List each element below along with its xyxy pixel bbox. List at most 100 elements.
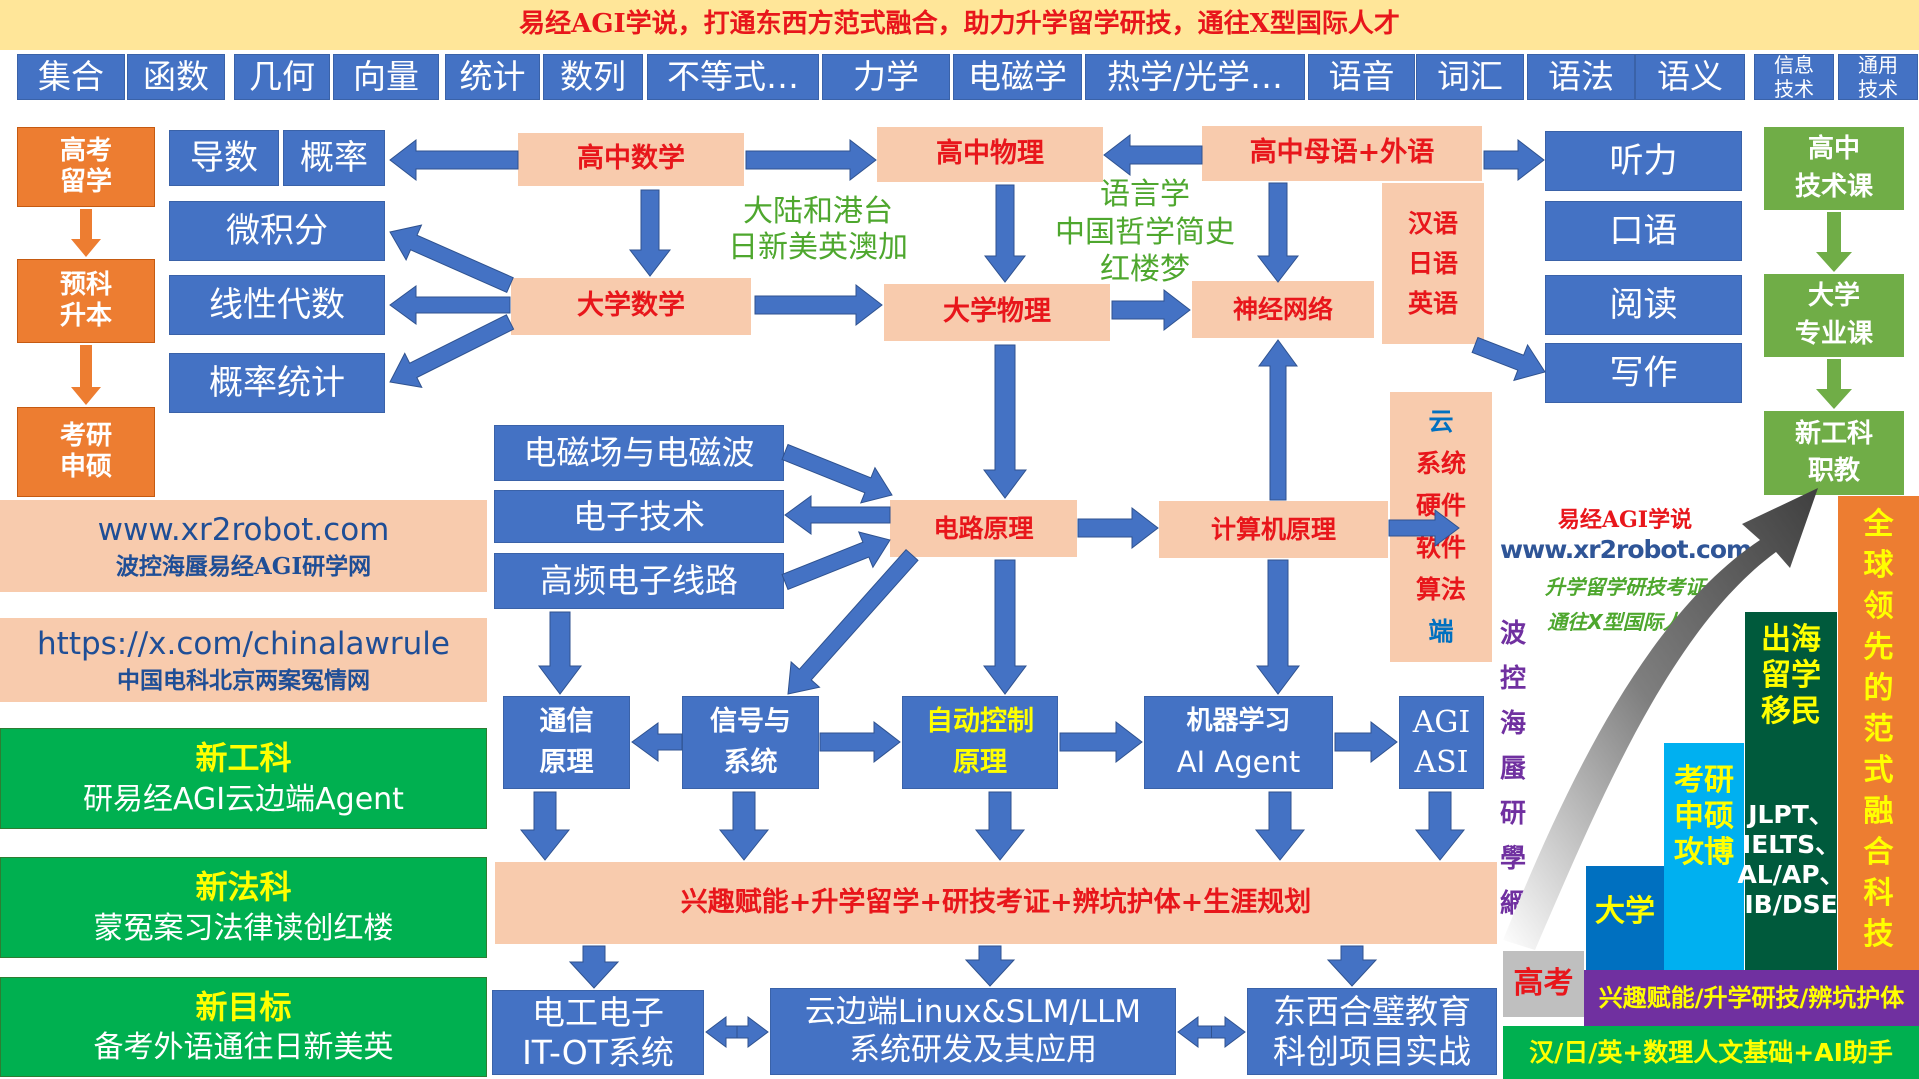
tab-label: 语义 — [1657, 57, 1723, 97]
vertical-char: 融 — [1863, 794, 1894, 829]
arrow — [519, 791, 571, 861]
box-gz-tech[interactable]: 高中技术课 — [1764, 127, 1904, 210]
box-listening[interactable]: 听力 — [1545, 131, 1742, 191]
vertical-char: 全 — [1863, 507, 1894, 542]
node-circuit[interactable]: 电路原理 — [890, 500, 1077, 557]
box-electronics[interactable]: 电子技术 — [494, 490, 784, 543]
box-daoshu[interactable]: 导数 — [169, 130, 279, 186]
tab-label: 技术 — [1858, 77, 1898, 101]
tab-label: 统计 — [459, 57, 526, 97]
tab-1[interactable]: 函数 — [127, 54, 225, 100]
node-computer[interactable]: 计算机原理 — [1159, 501, 1388, 558]
exam-label: AL/AP、 — [1737, 860, 1845, 889]
tab-6[interactable]: 不等式… — [647, 54, 819, 100]
tab-10[interactable]: 语音 — [1308, 54, 1415, 100]
box-label: AGI — [1412, 704, 1471, 740]
tab-label: 集合 — [38, 57, 104, 97]
box-label: 东西合璧教育 — [1273, 991, 1471, 1031]
arrow — [1256, 182, 1300, 283]
arrow — [964, 945, 1016, 987]
node-dx-math[interactable]: 大学数学 — [511, 278, 751, 335]
site-xr2robot[interactable]: www.xr2robot.com 波控海蜃易经AGI研学网 — [0, 500, 487, 592]
node-dx-phys[interactable]: 大学物理 — [884, 284, 1110, 341]
tab-0[interactable]: 集合 — [17, 54, 125, 100]
vertical-char: 范 — [1863, 712, 1894, 747]
box-hf-circuit[interactable]: 高频电子线路 — [494, 553, 784, 609]
node-gz-lang[interactable]: 高中母语+外语 — [1202, 126, 1482, 181]
vertical-char: 控 — [1499, 664, 1526, 694]
box-writing[interactable]: 写作 — [1545, 343, 1742, 403]
arrow — [983, 559, 1027, 695]
node-cloud[interactable]: 云 系统 硬件 软件 算法 端 — [1390, 392, 1492, 662]
tab-general-tech[interactable]: 通用技术 — [1838, 53, 1918, 101]
node-nn[interactable]: 神经网络 — [1192, 281, 1374, 338]
arrow — [1816, 212, 1852, 272]
box-reading[interactable]: 阅读 — [1545, 275, 1742, 335]
box-label: 系统 — [723, 746, 778, 778]
tab-12[interactable]: 语法 — [1527, 54, 1635, 100]
path-label: 预科 — [59, 269, 112, 300]
node-gz-math[interactable]: 高中数学 — [518, 133, 744, 186]
tab-13[interactable]: 语义 — [1635, 54, 1745, 100]
box-label: 技术课 — [1794, 171, 1873, 202]
box-east-west[interactable]: 东西合璧教育科创项目实战 — [1247, 988, 1497, 1075]
vertical-char: 先 — [1863, 630, 1894, 665]
box-gailvtongji[interactable]: 概率统计 — [169, 353, 385, 413]
node-label: 计算机原理 — [1210, 514, 1336, 544]
tab-4[interactable]: 统计 — [445, 54, 540, 100]
tab-5[interactable]: 数列 — [543, 54, 643, 100]
tab-2[interactable]: 几何 — [234, 54, 330, 100]
tab-11[interactable]: 词汇 — [1416, 54, 1524, 100]
path-label: 升本 — [59, 301, 112, 331]
note-text: 中国哲学简史 — [1055, 214, 1235, 250]
tab-8[interactable]: 电磁学 — [953, 54, 1082, 100]
box-dx-major[interactable]: 大学专业课 — [1764, 274, 1904, 357]
tab-label: 语音 — [1328, 57, 1395, 97]
vertical-char: 蜃 — [1499, 754, 1526, 784]
tab-9[interactable]: 热学/光学… — [1085, 54, 1305, 100]
box-gailv[interactable]: 概率 — [283, 130, 385, 186]
double-arrow — [1177, 1016, 1212, 1048]
box-label: 高频电子线路 — [540, 561, 738, 601]
box-xianxing[interactable]: 线性代数 — [169, 275, 385, 335]
box-zidong[interactable]: 自动控制原理 — [902, 696, 1058, 789]
arrow — [1254, 791, 1306, 861]
path-label: 留学 — [59, 167, 112, 197]
box-em-field[interactable]: 电磁场与电磁波 — [494, 425, 784, 481]
arrow — [718, 791, 770, 861]
box-xinhao[interactable]: 信号与系统 — [682, 696, 819, 789]
node-hanyu[interactable]: 汉语日语英语 — [1382, 183, 1484, 344]
path-label: 申硕 — [59, 452, 112, 482]
path-yuke[interactable]: 预科升本 — [17, 259, 155, 343]
vertical-char: 领 — [1863, 589, 1894, 624]
path-gaokao[interactable]: 高考留学 — [17, 127, 155, 207]
path-kaoyan[interactable]: 考研申硕 — [17, 407, 155, 497]
card-new-target: 新目标 备考外语通往日新美英 — [0, 977, 487, 1077]
promo-line1: 升学留学研技考证 — [1545, 575, 1705, 599]
tab-7[interactable]: 力学 — [822, 54, 950, 100]
box-weijifen[interactable]: 微积分 — [169, 201, 385, 261]
exam-label: JLPT、 — [1748, 800, 1834, 829]
tab-info-tech[interactable]: 信息技术 — [1754, 53, 1834, 101]
card-title: 新法科 — [195, 868, 292, 907]
arrow — [1414, 791, 1466, 861]
step-label: 考研 — [1674, 763, 1734, 798]
site-chinalawrule[interactable]: https://x.com/chinalawrule 中国电科北京两案冤情网 — [0, 618, 487, 702]
box-label: 听力 — [1609, 140, 1678, 181]
vertical-char: 海 — [1499, 709, 1526, 739]
box-label: 大学 — [1807, 281, 1860, 312]
step-label: 申硕 — [1674, 799, 1734, 834]
tab-3[interactable]: 向量 — [333, 54, 439, 100]
box-label: 专业课 — [1794, 318, 1873, 349]
arrow — [983, 184, 1027, 283]
box-speaking[interactable]: 口语 — [1545, 201, 1742, 261]
node-gz-phys[interactable]: 高中物理 — [877, 127, 1103, 182]
box-new-eng-vocational[interactable]: 新工科职教 — [1764, 411, 1904, 495]
card-subtitle: 备考外语通往日新美英 — [93, 1030, 394, 1066]
box-tongxin[interactable]: 通信原理 — [503, 696, 630, 789]
site-subtitle: 波控海蜃易经AGI研学网 — [115, 552, 372, 580]
